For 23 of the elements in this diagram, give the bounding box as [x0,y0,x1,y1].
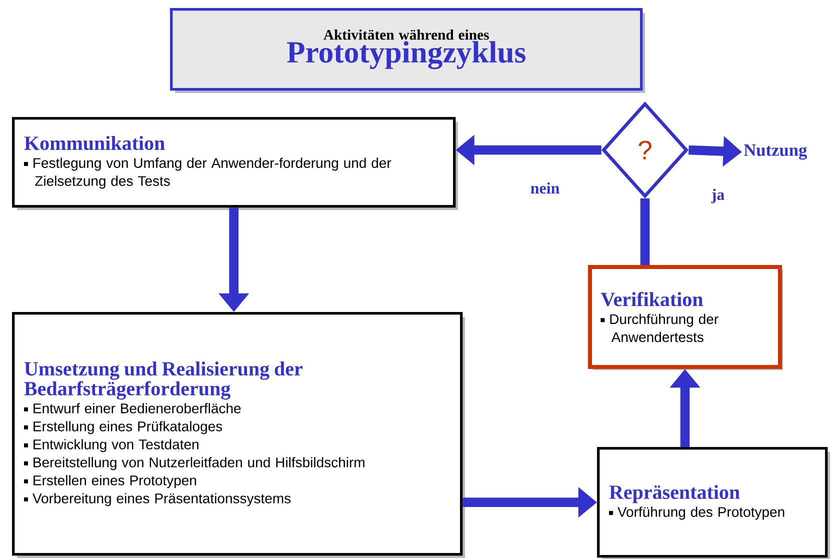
process-box [597,447,830,559]
edge-label: nein [530,182,560,194]
box-heading: Repräsentation [609,484,740,504]
bullet-item: Vorbereitung eines Präsentationssystems [24,493,291,506]
box-heading: Kommunikation [24,136,165,150]
bullet-item: Bereitstellung von Nutzerleitfaden und Hilfsbildschirm [24,457,364,470]
bullet-item: Erstellung eines Prüfkataloges [24,421,222,434]
box-heading: Verifikation [600,292,703,306]
bullet-item: Erstellen eines Prototypen [24,475,196,488]
outcome-label: Nutzung [744,144,807,160]
bullet-item: Entwurf einer Bedieneroberfläche [24,403,241,414]
title-box [170,8,645,93]
bullet-item: Vorführung des Prototypen [609,506,784,520]
box-heading: Umsetzung und Realisierung der Bedarfsträgerforderung [24,362,302,400]
bullet-item: Durchführung der Anwendertests [600,314,718,342]
title-line: Aktivitäten während eines [324,30,489,40]
process-box [588,265,783,370]
process-box [12,117,458,210]
edge-label: ja [711,188,724,204]
bullet-item: Entwicklung von Testdaten [24,439,198,452]
title-line: Prototypingzyklus [287,41,526,70]
process-box [12,312,465,558]
bullet-item: Festlegung von Umfang der Anwender-forderung und der Zielsetzung des Tests [24,158,392,189]
